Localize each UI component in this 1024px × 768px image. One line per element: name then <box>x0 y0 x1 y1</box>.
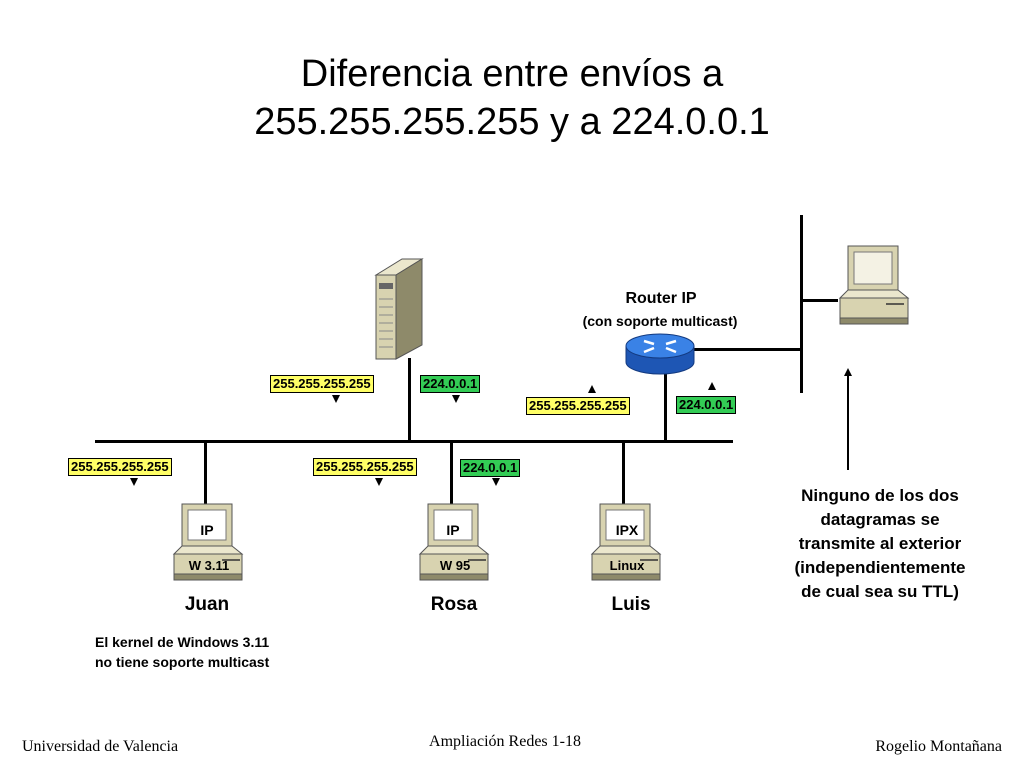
rosa-protocol: IP <box>446 522 460 538</box>
rosa-broadcast-tag: 255.255.255.255 <box>313 458 417 476</box>
exterior-arrow-head <box>844 368 852 376</box>
exterior-note: Ninguno de los dos datagramas se transmi… <box>760 484 1000 604</box>
slide-title-line-2: 255.255.255.255 y a 224.0.0.1 <box>254 101 770 143</box>
router-sublabel: (con soporte multicast) <box>582 313 738 329</box>
juan-broadcast-tag: 255.255.255.255 <box>68 458 172 476</box>
server-multicast-tag: 224.0.0.1 <box>420 375 481 393</box>
juan-note-line-1: El kernel de Windows 3.11 <box>95 634 270 650</box>
lan-backbone <box>95 440 733 443</box>
exterior-note-line-2: datagramas se <box>820 510 940 529</box>
router-wan-link <box>692 348 802 351</box>
juan-name: Juan <box>184 594 230 615</box>
luis-name: Luis <box>611 594 651 615</box>
rosa-link <box>450 442 453 504</box>
footer-center: Ampliación Redes 1-18 <box>429 733 581 750</box>
router-icon <box>625 333 695 375</box>
rosa-multicast-tag: 224.0.0.1 <box>460 459 521 477</box>
juan-os: W 3.11 <box>188 558 230 573</box>
rosa-multicast-arrow <box>492 478 500 486</box>
server-icon <box>374 258 424 360</box>
slide-title-line-1: Diferencia entre envíos a <box>300 53 724 95</box>
external-pc-link <box>802 299 838 302</box>
exterior-note-line-3: transmite al exterior <box>798 534 962 553</box>
server-multicast-arrow <box>452 395 460 403</box>
router-multicast-tag: 224.0.0.1 <box>676 396 737 414</box>
juan-link <box>204 442 207 504</box>
server-link <box>408 358 411 442</box>
exterior-note-line-1: Ninguno de los dos <box>801 486 959 505</box>
router-lan-link <box>664 372 667 442</box>
router-broadcast-arrow <box>588 385 596 393</box>
external-computer-icon <box>838 245 910 325</box>
juan-broadcast-arrow <box>130 478 138 486</box>
juan-protocol: IP <box>200 522 214 538</box>
footer-left: Universidad de Valencia <box>22 738 179 755</box>
router-multicast-arrow <box>708 382 716 390</box>
server-broadcast-tag: 255.255.255.255 <box>270 375 374 393</box>
router-broadcast-tag: 255.255.255.255 <box>526 397 630 415</box>
exterior-note-line-5: de cual sea su TTL) <box>801 582 959 601</box>
exterior-note-line-4: (independientemente <box>794 558 966 577</box>
luis-protocol: IPX <box>615 522 639 538</box>
luis-link <box>622 442 625 504</box>
router-label: Router IP <box>625 290 697 307</box>
workstation-icon <box>418 503 490 581</box>
rosa-broadcast-arrow <box>375 478 383 486</box>
rosa-os: W 95 <box>439 558 471 573</box>
workstation-icon <box>590 503 662 581</box>
rosa-name: Rosa <box>430 594 478 615</box>
exterior-arrow-shaft <box>847 376 849 470</box>
workstation-icon <box>172 503 244 581</box>
server-broadcast-arrow <box>332 395 340 403</box>
luis-os: Linux <box>609 558 645 573</box>
juan-note-line-2: no tiene soporte multicast <box>95 654 270 670</box>
external-segment <box>800 215 803 393</box>
footer-right: Rogelio Montañana <box>875 738 1002 755</box>
